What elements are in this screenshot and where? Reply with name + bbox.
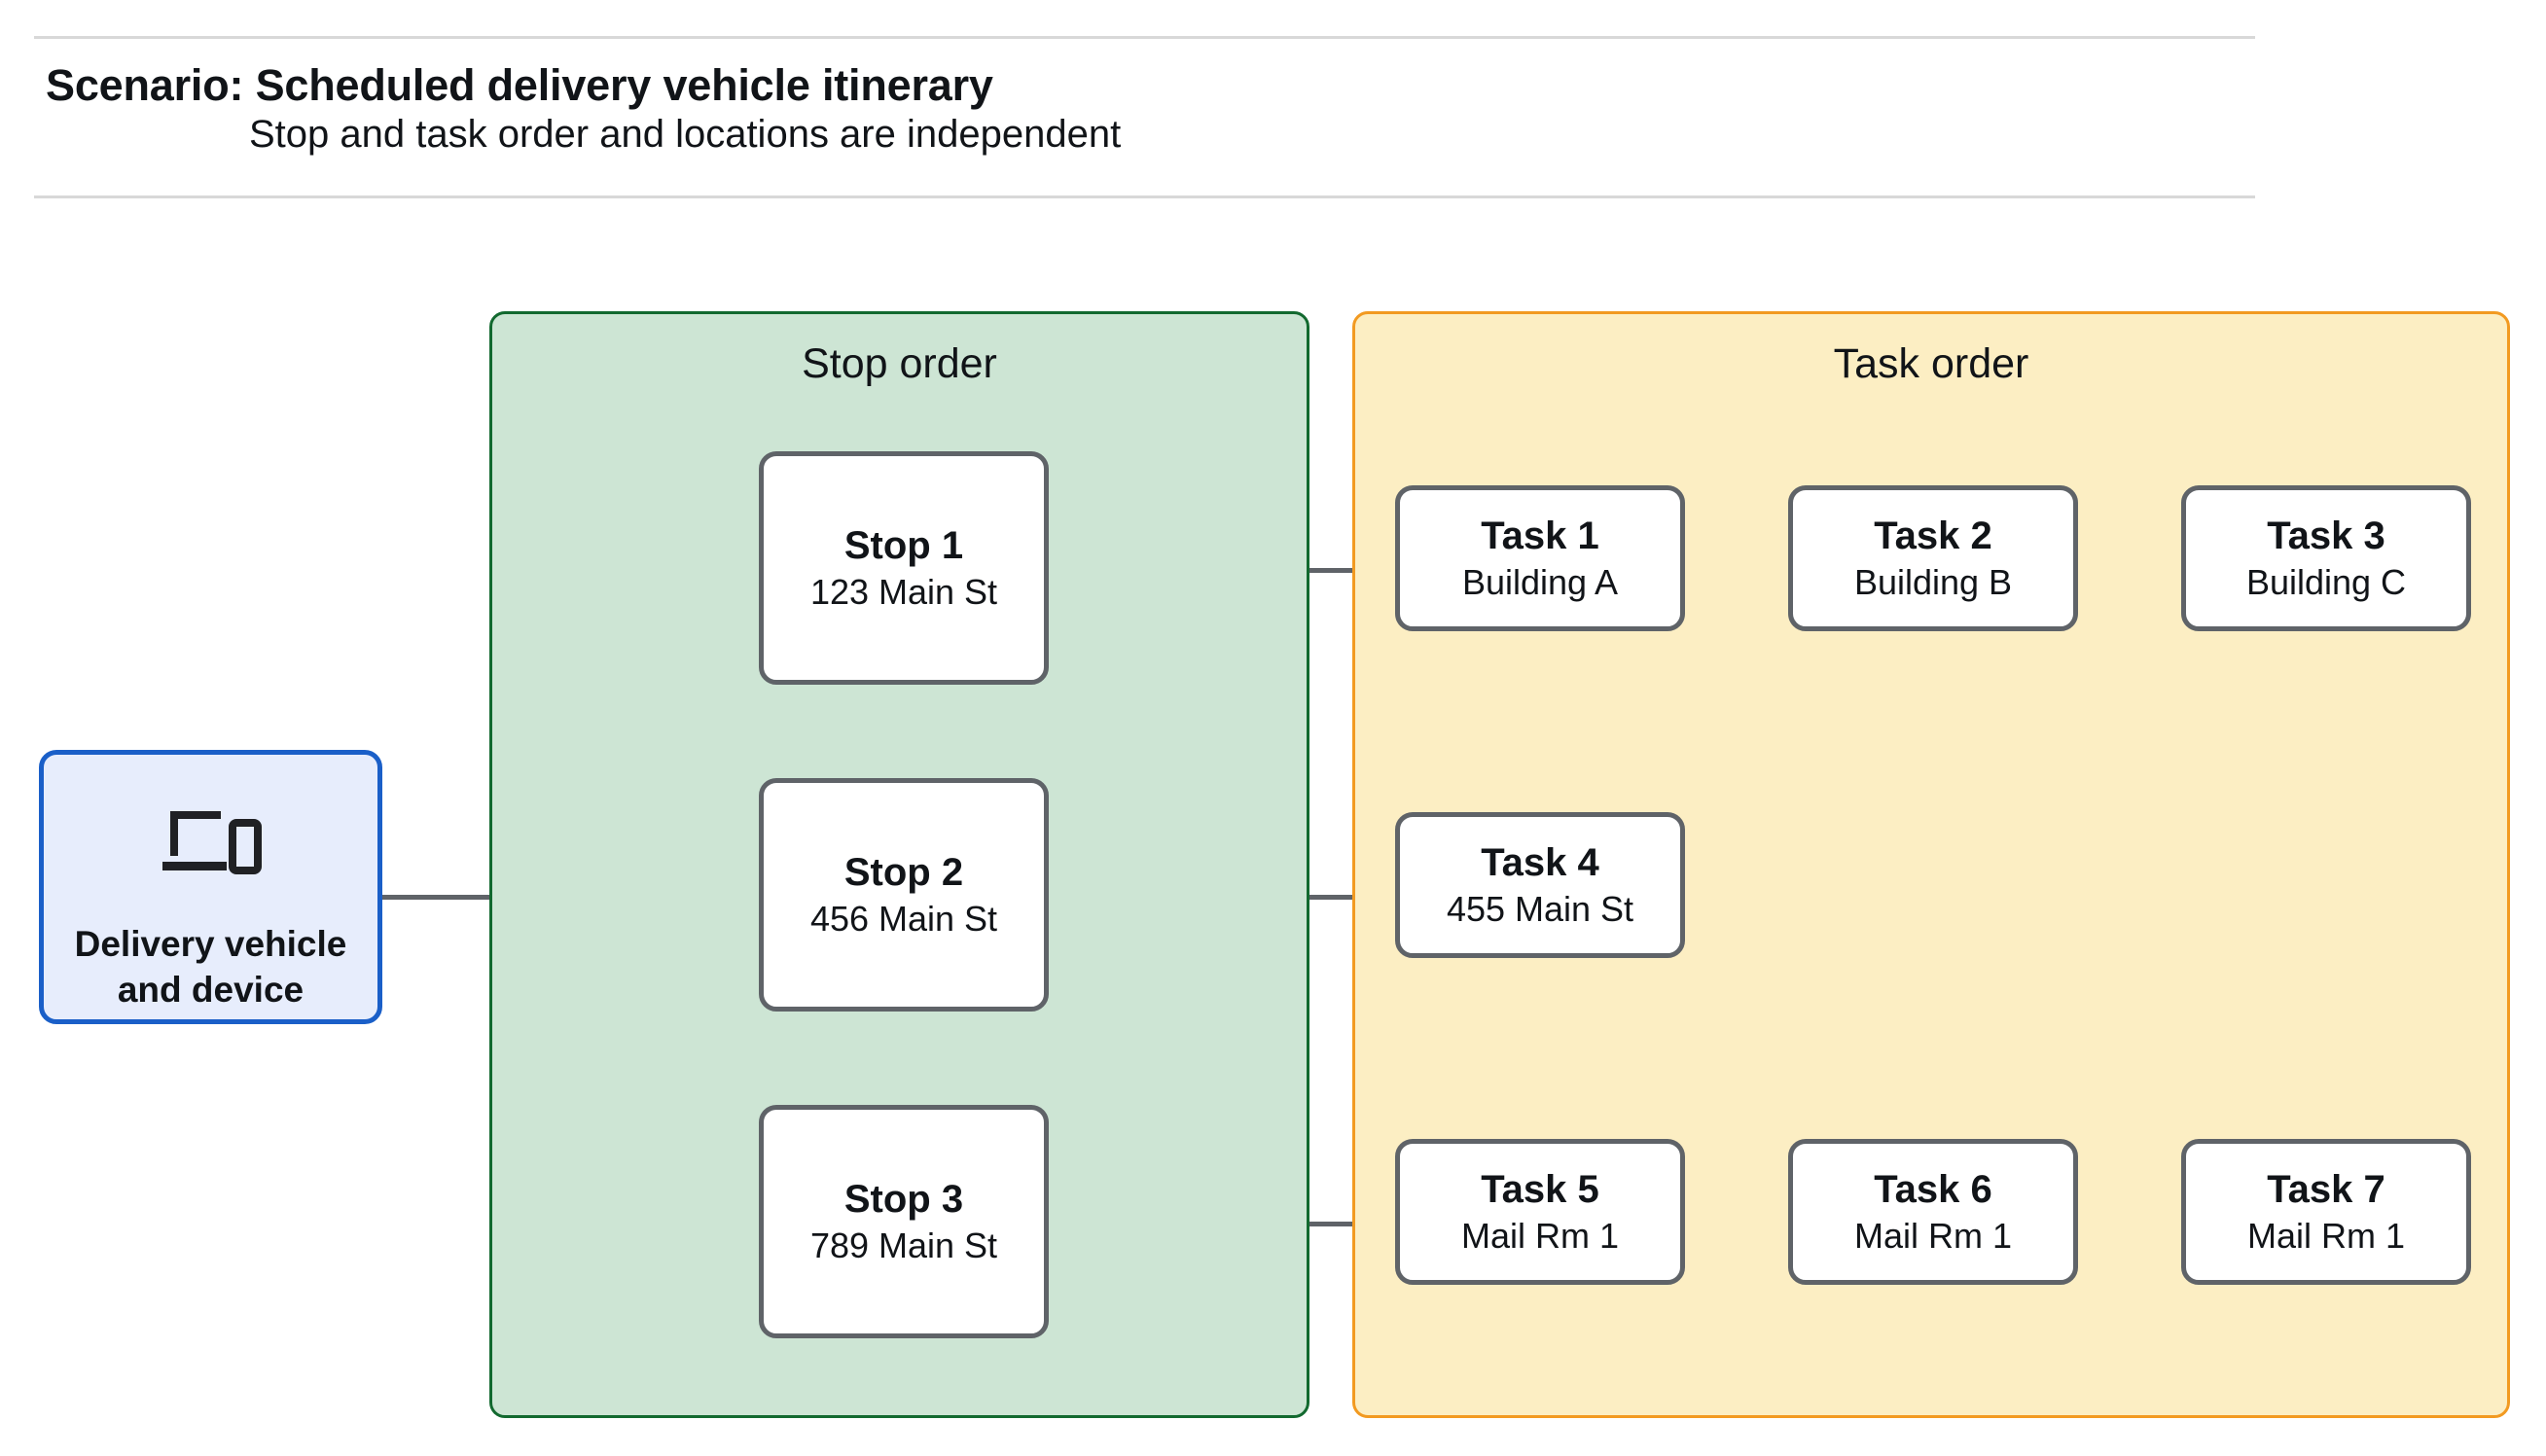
connector-device-to-bus <box>382 895 550 900</box>
task-node-1-title: Task 1 <box>1481 514 1599 557</box>
stop-node-1-location: 123 Main St <box>809 571 998 612</box>
task-node-5-title: Task 5 <box>1481 1167 1599 1211</box>
device-card-label-line2: and device <box>117 969 305 1010</box>
stop-node-3[interactable]: Stop 3 789 Main St <box>759 1105 1049 1338</box>
task-node-1[interactable]: Task 1 Building A <box>1395 485 1685 631</box>
task-node-4[interactable]: Task 4 455 Main St <box>1395 812 1685 958</box>
task-node-6-title: Task 6 <box>1874 1167 1992 1211</box>
stop-node-3-location: 789 Main St <box>809 1225 998 1265</box>
stop-node-1-title: Stop 1 <box>843 523 964 567</box>
task-node-4-location: 455 Main St <box>1446 888 1634 929</box>
stop-node-2-location: 456 Main St <box>809 898 998 939</box>
task-order-group-title: Task order <box>1833 340 2029 387</box>
laptop-and-phone-icon <box>161 811 262 874</box>
task-node-2-location: Building B <box>1853 561 2013 602</box>
stop-node-1[interactable]: Stop 1 123 Main St <box>759 451 1049 685</box>
stop-node-2[interactable]: Stop 2 456 Main St <box>759 778 1049 1012</box>
page-subtitle: Stop and task order and locations are in… <box>249 113 1122 156</box>
device-card-label: Delivery vehicle and device <box>75 922 347 1012</box>
task-node-7-location: Mail Rm 1 <box>2246 1215 2406 1256</box>
page-title: Scenario: Scheduled delivery vehicle iti… <box>46 60 993 110</box>
header-rule-top <box>34 36 2255 39</box>
task-node-7[interactable]: Task 7 Mail Rm 1 <box>2181 1139 2471 1285</box>
task-node-2-title: Task 2 <box>1874 514 1992 557</box>
task-node-7-title: Task 7 <box>2267 1167 2385 1211</box>
task-node-1-location: Building A <box>1461 561 1619 602</box>
device-card-label-line1: Delivery vehicle <box>74 924 347 964</box>
task-node-5-location: Mail Rm 1 <box>1460 1215 1620 1256</box>
stop-node-3-title: Stop 3 <box>843 1177 964 1221</box>
task-node-2[interactable]: Task 2 Building B <box>1788 485 2078 631</box>
task-node-3-title: Task 3 <box>2267 514 2385 557</box>
delivery-vehicle-device-card[interactable]: Delivery vehicle and device <box>39 750 382 1024</box>
stop-order-group-title: Stop order <box>802 340 997 387</box>
task-node-4-title: Task 4 <box>1481 840 1599 884</box>
task-node-3[interactable]: Task 3 Building C <box>2181 485 2471 631</box>
task-node-5[interactable]: Task 5 Mail Rm 1 <box>1395 1139 1685 1285</box>
task-node-6-location: Mail Rm 1 <box>1853 1215 2013 1256</box>
task-node-3-location: Building C <box>2245 561 2407 602</box>
stop-node-2-title: Stop 2 <box>843 850 964 894</box>
header-rule-bottom <box>34 195 2255 198</box>
task-node-6[interactable]: Task 6 Mail Rm 1 <box>1788 1139 2078 1285</box>
